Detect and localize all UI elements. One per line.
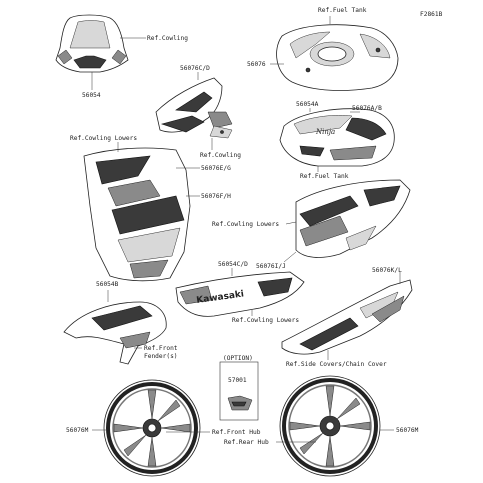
label-ref-fuel-tank-top: Ref.Fuel Tank — [318, 7, 367, 14]
label-56076: 56076 — [247, 61, 266, 68]
label-56054a: 56054A — [296, 101, 319, 108]
label-ref-rear-hub: Ref.Rear Hub — [224, 439, 269, 446]
label-56076eg: 56076E/G — [201, 165, 231, 172]
label-ref-cowling-top: Ref.Cowling — [147, 35, 188, 42]
fuel-tank-side-decal[interactable]: Ninja — [279, 108, 395, 167]
option-tool-icon[interactable] — [227, 395, 253, 411]
label-56076m-left: 56076M — [66, 427, 89, 434]
right-lower-cowling-decal[interactable] — [295, 179, 411, 258]
label-ref-front-fender-2: Fender(s) — [144, 353, 178, 360]
label-56076ab: 56076A/B — [352, 105, 382, 112]
label-ref-fuel-tank-mid: Ref.Fuel Tank — [300, 173, 349, 180]
front-fender-decal[interactable] — [63, 301, 167, 365]
label-56076cd: 56076C/D — [180, 65, 210, 72]
label-ref-front-hub: Ref.Front Hub — [212, 429, 261, 436]
label-ref-cowling-lowers-left: Ref.Cowling Lowers — [70, 135, 137, 142]
label-56076kl: 56076K/L — [372, 267, 402, 274]
front-wheel-decal[interactable] — [103, 379, 201, 477]
label-option: (OPTION) — [223, 355, 253, 362]
option-box — [219, 361, 259, 421]
fuel-tank-top-decal[interactable] — [276, 24, 399, 91]
rear-wheel-decal[interactable] — [279, 375, 381, 477]
label-ref-side-covers: Ref.Side Covers/Chain Cover — [286, 361, 387, 368]
label-56076fh: 56076F/H — [201, 193, 231, 200]
windscreen-decal[interactable] — [55, 14, 129, 73]
label-57001: 57001 — [228, 377, 247, 384]
left-lower-cowling-decal[interactable] — [83, 147, 191, 282]
lower-side-kawasaki-decal[interactable]: Kawasaki — [175, 271, 305, 317]
label-ref-cowling-lowers-right: Ref.Cowling Lowers — [212, 221, 279, 228]
figure-id: F2861B — [420, 11, 443, 18]
side-cover-decal[interactable] — [281, 279, 413, 355]
ninja-decal-text: Ninja — [315, 128, 335, 136]
label-56054-top: 56054 — [82, 92, 101, 99]
label-ref-front-fender: Ref.Front — [144, 345, 178, 352]
upper-cowling-decal[interactable] — [155, 77, 233, 139]
label-ref-cowling-lowers-bottom: Ref.Cowling Lowers — [232, 317, 299, 324]
label-56054b: 56054B — [96, 281, 119, 288]
label-ref-cowling-mid: Ref.Cowling — [200, 152, 241, 159]
label-56076ij: 56076I/J — [256, 263, 286, 270]
label-56076m-right: 56076M — [396, 427, 419, 434]
label-56054cd: 56054C/D — [218, 261, 248, 268]
